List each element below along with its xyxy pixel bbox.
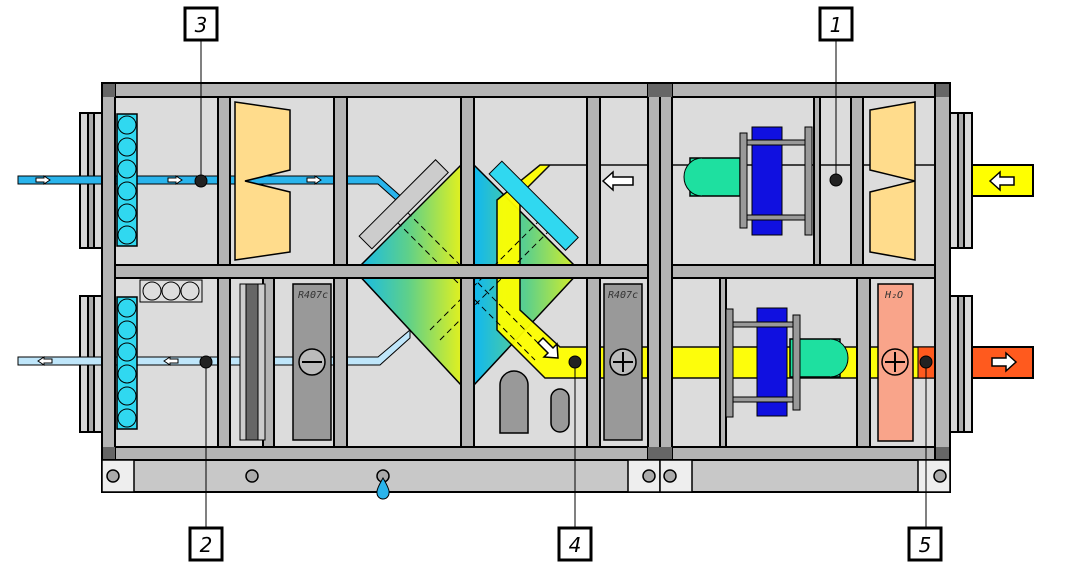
extract-air-filter [869, 101, 916, 261]
sensor-2 [199, 355, 213, 369]
callout-5: 5 [907, 526, 943, 562]
svg-text:3: 3 [195, 13, 208, 37]
callout-4: 4 [557, 526, 593, 562]
arrow-right-icon [35, 175, 51, 185]
callout-1: 1 [818, 6, 854, 42]
sensor-5 [919, 355, 933, 369]
base-frame [101, 459, 951, 500]
frame-rails [101, 82, 951, 461]
sensor-4 [568, 355, 582, 369]
sensor-1 [829, 173, 843, 187]
water-heating-coil: H₂O [877, 283, 914, 442]
svg-text:5: 5 [919, 533, 932, 557]
callout-3: 3 [183, 6, 219, 42]
sensor-3 [194, 174, 208, 188]
arrow-left-icon [37, 356, 53, 366]
plus-icon [613, 352, 633, 372]
recirculation-damper [139, 279, 203, 303]
water-drop-icon [376, 477, 390, 500]
water-label: H₂O [884, 290, 903, 301]
droplet-eliminator [239, 283, 266, 441]
exhaust-air-outlet [17, 356, 103, 366]
bypass-damper-cyan [488, 160, 579, 251]
arrow-left-icon [601, 170, 634, 192]
fresh-air-inlet [17, 175, 103, 185]
arrow-down-right-icon [536, 336, 559, 359]
arrow-left-icon [988, 170, 1015, 192]
sensors [194, 173, 933, 369]
frame-corners [103, 84, 949, 459]
refrigerant-label: R407c [298, 290, 328, 301]
fresh-air-filter [234, 101, 291, 261]
arrow-right-icon [306, 175, 322, 185]
callout-2: 2 [188, 526, 224, 562]
dx-cooling-coil: R407c [292, 283, 332, 441]
leader-lines [200, 40, 927, 528]
dx-heating-coil: R407c [603, 283, 643, 441]
arrow-right-icon [167, 175, 183, 185]
refrigerant-label: R407c [608, 290, 638, 301]
drain-port [245, 469, 259, 483]
bypass-damper-grey [358, 159, 449, 250]
compressor [499, 370, 570, 434]
supply-fan [725, 307, 849, 418]
arrow-right-icon [991, 351, 1018, 373]
arrow-left-icon [163, 356, 179, 366]
svg-text:4: 4 [569, 533, 582, 557]
svg-text:2: 2 [200, 533, 213, 557]
svg-text:1: 1 [830, 13, 843, 37]
plus-icon [885, 352, 905, 372]
extract-fan [683, 126, 813, 236]
exhaust-air-damper [116, 296, 138, 430]
fresh-air-damper [116, 113, 138, 247]
